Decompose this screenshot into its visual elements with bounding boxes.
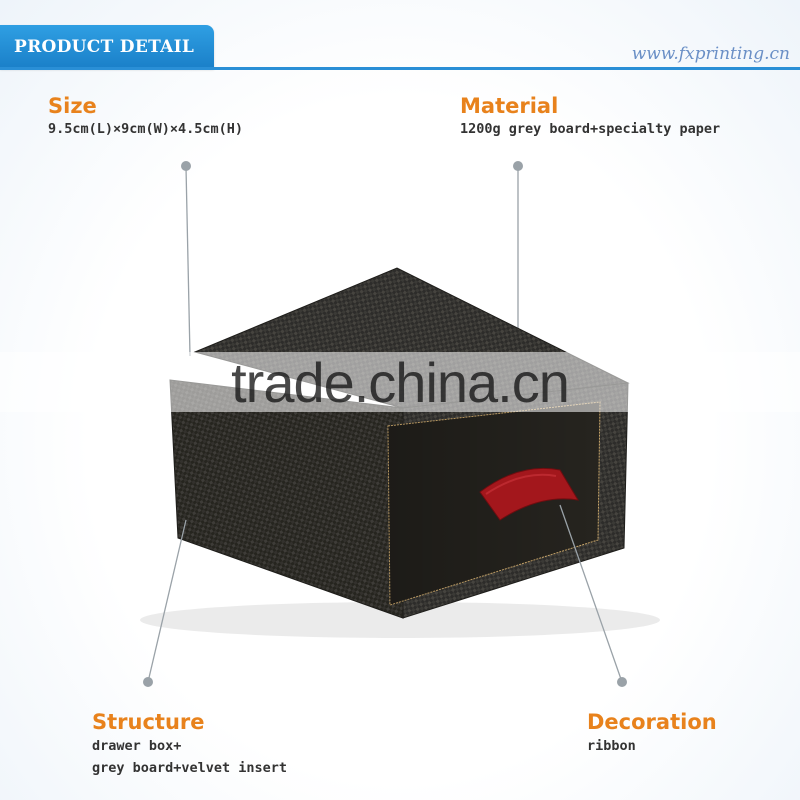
decoration-value: ribbon xyxy=(587,738,636,754)
header-divider xyxy=(0,67,800,70)
material-title: Material xyxy=(460,94,559,118)
decoration-leader-line xyxy=(559,504,623,683)
size-leader-dot xyxy=(181,161,191,171)
site-url[interactable]: www.fxprinting.cn xyxy=(631,44,790,64)
material-leader-dot xyxy=(513,161,523,171)
ribbon-pull xyxy=(479,467,579,521)
decoration-title: Decoration xyxy=(587,710,717,734)
box-left-face xyxy=(169,379,404,619)
material-value: 1200g grey board+specialty paper xyxy=(460,121,721,137)
tab-label: PRODUCT DETAIL xyxy=(14,37,195,57)
structure-title: Structure xyxy=(92,710,205,734)
decoration-leader-dot xyxy=(617,677,627,687)
size-value: 9.5cm(L)×9cm(W)×4.5cm(H) xyxy=(48,121,244,137)
structure-leader-dot xyxy=(143,677,153,687)
box-shadow xyxy=(140,602,660,638)
size-title: Size xyxy=(48,94,97,118)
watermark-band xyxy=(0,352,800,412)
structure-line-2: grey board+velvet insert xyxy=(92,760,288,776)
structure-line-1: drawer box+ xyxy=(92,738,182,754)
size-leader-line xyxy=(185,166,191,357)
watermark-text: trade.china.cn xyxy=(231,351,570,414)
product-detail-tab: PRODUCT DETAIL xyxy=(0,25,214,69)
structure-leader-line xyxy=(147,519,187,683)
